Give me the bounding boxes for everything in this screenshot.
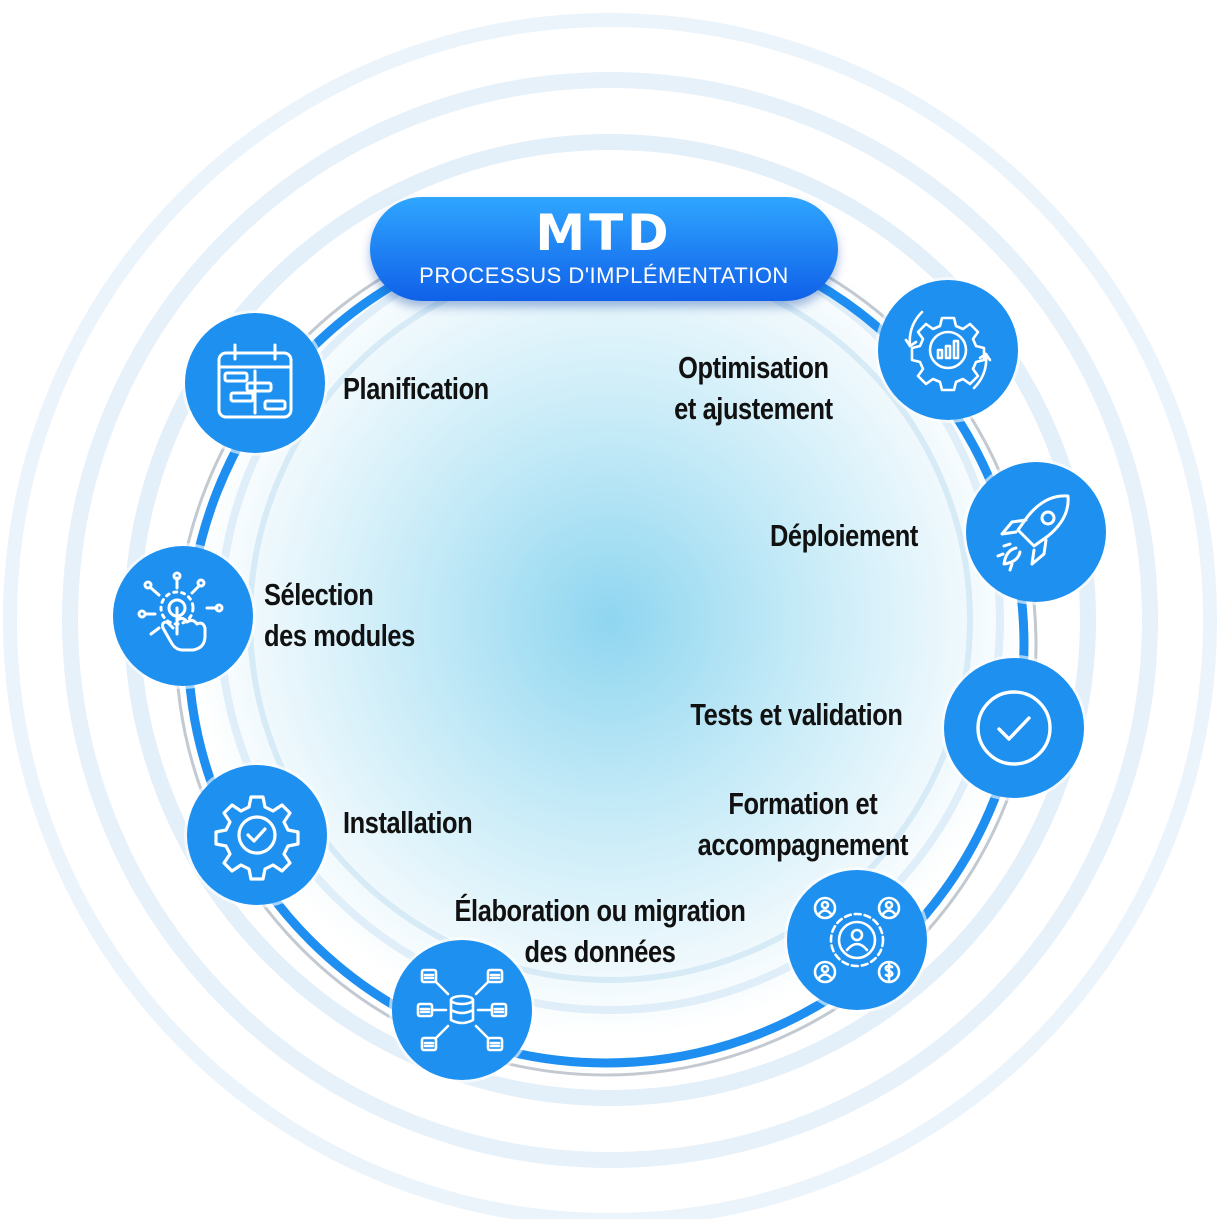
step-label-tests-validation: Tests et validation [690,697,903,732]
database-network-icon [416,968,508,1052]
hand-touch-icon [137,571,224,652]
step-label-installation: Installation [343,805,473,840]
title-badge: MTD PROCESSUS D'IMPLÉMENTATION [370,197,838,301]
step-node-elaboration-migration [392,940,532,1080]
step-node-selection-modules [113,546,253,686]
step-node-planification [185,313,325,453]
gear-check-icon [214,795,300,881]
step-node-deploiement [966,462,1106,602]
rocket-icon [996,494,1070,572]
page-subtitle: PROCESSUS D'IMPLÉMENTATION [419,263,789,288]
step-node-formation [787,870,927,1010]
step-node-tests-validation [944,658,1084,798]
step-label-elaboration-migration: Élaboration ou migration des données [454,893,746,969]
step-label-planification: Planification [343,371,489,406]
calendar-gantt-icon [217,343,293,419]
step-label-optimisation: Optimisation et ajustement [674,350,833,426]
page-title: MTD [535,204,673,262]
step-node-optimisation [878,280,1018,420]
step-label-formation: Formation et accompagnement [697,786,909,862]
team-gear-icon [813,896,901,984]
gear-chart-cycle-icon [904,310,992,392]
step-label-deploiement: Déploiement [769,518,918,553]
check-circle-icon [976,690,1052,766]
step-label-selection-modules: Sélection des modules [264,577,415,653]
step-node-installation [187,765,327,905]
